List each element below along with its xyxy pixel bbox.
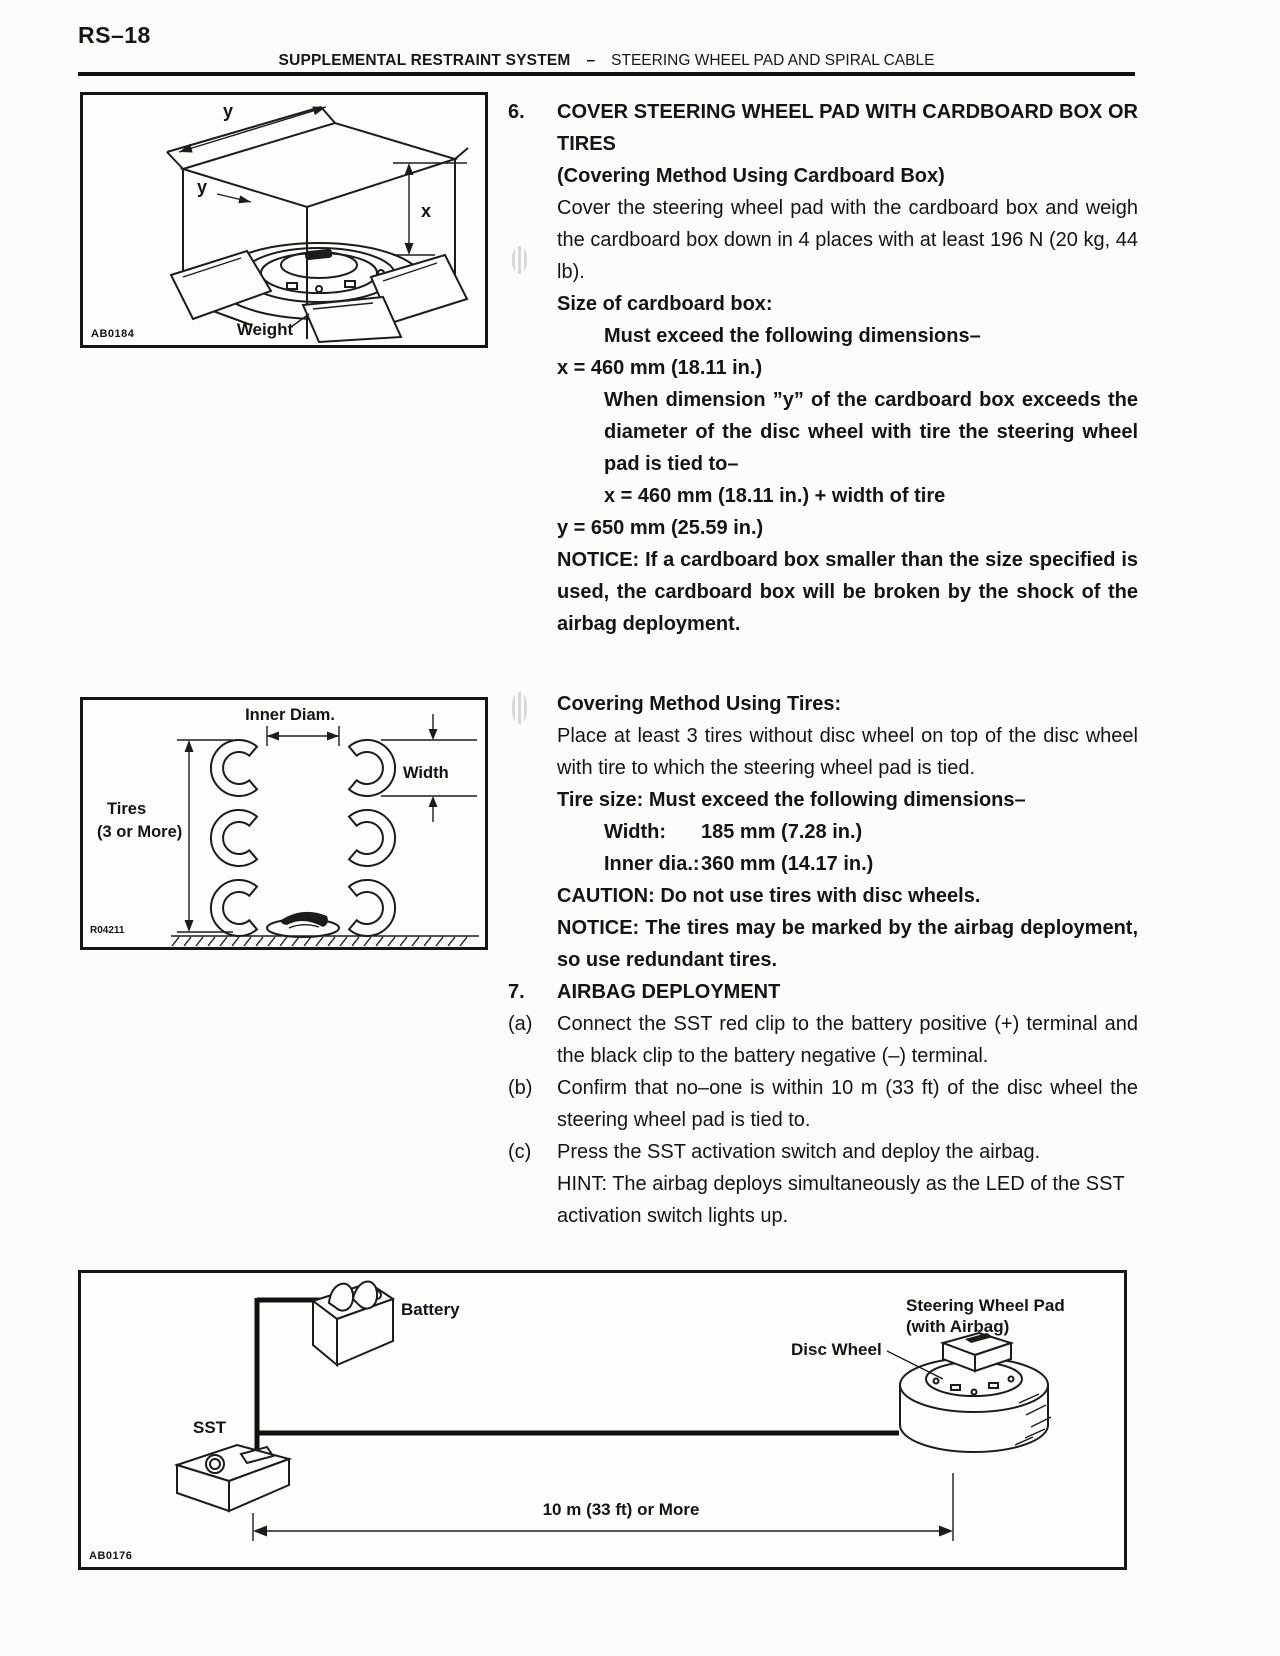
tires-label-line2: (3 or More) xyxy=(97,823,182,841)
battery-drawing xyxy=(310,1280,396,1368)
substep-b-text: Confirm that no–one is within 10 m (33 f… xyxy=(557,1077,1138,1131)
dimension-y-side: y xyxy=(197,177,252,204)
header-separator: – xyxy=(586,52,596,69)
figure-deployment: Battery SST Disc W xyxy=(78,1270,1127,1570)
box-y-dimension: y = 650 mm (25.59 in.) xyxy=(557,517,764,539)
procedure-section-6: 6. COVER STEERING WHEEL PAD WITH CARDBOA… xyxy=(508,96,1138,640)
substep-b-label: (b) xyxy=(508,1077,533,1099)
step-6-title: COVER STEERING WHEEL PAD WITH CARDBOARD … xyxy=(557,101,1138,155)
box-must-exceed: Must exceed the following dimensions– xyxy=(604,325,981,347)
disc-wheel-label: Disc Wheel xyxy=(791,1340,882,1359)
header-topic: STEERING WHEEL PAD AND SPIRAL CABLE xyxy=(611,52,935,69)
box-x-dimension-2: x = 460 mm (18.11 in.) + width of tire xyxy=(604,485,946,507)
box-when-clause: When dimension ”y” of the cardboard box … xyxy=(604,389,1138,475)
step-6: 6. COVER STEERING WHEEL PAD WITH CARDBOA… xyxy=(508,96,1138,160)
bottom-pad-drawing xyxy=(266,911,340,938)
covering-box-subtitle: (Covering Method Using Cardboard Box) xyxy=(557,165,945,187)
box-notice: NOTICE: If a cardboard box smaller than … xyxy=(557,549,1138,635)
figure-cardboard-box: y y x xyxy=(80,92,488,348)
substep-a: (a) Connect the SST red clip to the batt… xyxy=(508,1008,1138,1072)
sst-drawing xyxy=(173,1443,293,1513)
figure-code: R04211 xyxy=(90,925,125,936)
dimension-y-top: y xyxy=(178,101,327,153)
tire-inner-dia-value: 360 mm (14.17 in.) xyxy=(701,853,874,875)
dimension-width: Width xyxy=(381,714,477,822)
covering-tires-body: Place at least 3 tires without disc whee… xyxy=(557,725,1138,779)
header-section: SUPPLEMENTAL RESTRAINT SYSTEM xyxy=(278,52,571,69)
deployment-hint: HINT: The airbag deploys simultaneously … xyxy=(557,1173,1125,1227)
weight-leader-line xyxy=(290,313,310,328)
dimension-inner-diameter: Inner Diam. xyxy=(245,706,340,746)
disc-wheel-drawing xyxy=(899,1331,1052,1453)
weights-drawing xyxy=(169,249,469,344)
weight-label: Weight xyxy=(237,320,294,339)
substep-a-text: Connect the SST red clip to the battery … xyxy=(557,1013,1138,1067)
figure-code: AB0176 xyxy=(89,1550,132,1562)
pad-label-line2: (with Airbag) xyxy=(906,1317,1009,1336)
tires-drawing: Inner Diam. Width Tires (3 or More) xyxy=(90,706,479,947)
dim-label-y-top: y xyxy=(223,101,233,121)
header-rule xyxy=(78,72,1135,76)
substep-c: (c) Press the SST activation switch and … xyxy=(508,1136,1138,1168)
sst-label: SST xyxy=(193,1418,227,1437)
step-7-number: 7. xyxy=(508,981,525,1003)
figure-tires: Inner Diam. Width Tires (3 or More) xyxy=(80,697,488,950)
dimension-distance: 10 m (33 ft) or More xyxy=(252,1473,954,1541)
width-label: Width xyxy=(403,764,449,782)
covering-tires-title: Covering Method Using Tires: xyxy=(557,693,842,715)
dimension-x: x xyxy=(393,162,467,256)
scan-artifact xyxy=(512,246,527,274)
tire-size-label: Tire size: Must exceed the following dim… xyxy=(557,789,1026,811)
tire-width-value: 185 mm (7.28 in.) xyxy=(701,821,863,843)
box-x-dimension: x = 460 mm (18.11 in.) xyxy=(557,357,763,379)
deployment-drawing: Battery SST Disc W xyxy=(89,1280,1065,1562)
covering-box-body: Cover the steering wheel pad with the ca… xyxy=(557,197,1138,283)
figure-code: AB0184 xyxy=(91,328,135,340)
box-size-label: Size of cardboard box: xyxy=(557,293,773,315)
tire-width-row: Width: 185 mm (7.28 in.) xyxy=(604,816,1138,848)
tire-inner-dia-label: Inner dia.: xyxy=(604,853,700,875)
substep-c-text: Press the SST activation switch and depl… xyxy=(557,1141,1041,1163)
step-7: 7. AIRBAG DEPLOYMENT xyxy=(508,976,1138,1008)
substep-a-label: (a) xyxy=(508,1013,533,1035)
procedure-section-7: Covering Method Using Tires: Place at le… xyxy=(508,688,1138,1232)
ground-hatching xyxy=(171,935,479,947)
disc-wheel-leader-line xyxy=(886,1350,944,1380)
distance-label: 10 m (33 ft) or More xyxy=(543,1500,700,1519)
inner-diam-label: Inner Diam. xyxy=(245,706,335,724)
scan-artifact xyxy=(512,692,527,724)
running-header: SUPPLEMENTAL RESTRAINT SYSTEM–STEERING W… xyxy=(78,52,1135,70)
tires-label-line1: Tires xyxy=(107,800,146,818)
dim-label-x: x xyxy=(421,201,431,221)
page-number: RS–18 xyxy=(78,22,151,48)
dim-label-y-side: y xyxy=(197,177,207,197)
tires-caution: CAUTION: Do not use tires with disc whee… xyxy=(557,885,981,907)
battery-label: Battery xyxy=(401,1300,460,1319)
step-6-number: 6. xyxy=(508,101,525,123)
tire-inner-dia-row: Inner dia.: 360 mm (14.17 in.) xyxy=(604,848,1138,880)
tires-notice: NOTICE: The tires may be marked by the a… xyxy=(557,917,1138,971)
pad-label-line1: Steering Wheel Pad xyxy=(906,1296,1065,1315)
substep-b: (b) Confirm that no–one is within 10 m (… xyxy=(508,1072,1138,1136)
dimension-tire-stack: Tires (3 or More) xyxy=(97,739,233,933)
tire-cross-sections xyxy=(210,739,396,937)
substep-c-label: (c) xyxy=(508,1141,532,1163)
step-7-title: AIRBAG DEPLOYMENT xyxy=(557,981,781,1003)
tire-width-label: Width: xyxy=(604,821,667,843)
cardboard-box-drawing: y y x xyxy=(91,101,469,344)
